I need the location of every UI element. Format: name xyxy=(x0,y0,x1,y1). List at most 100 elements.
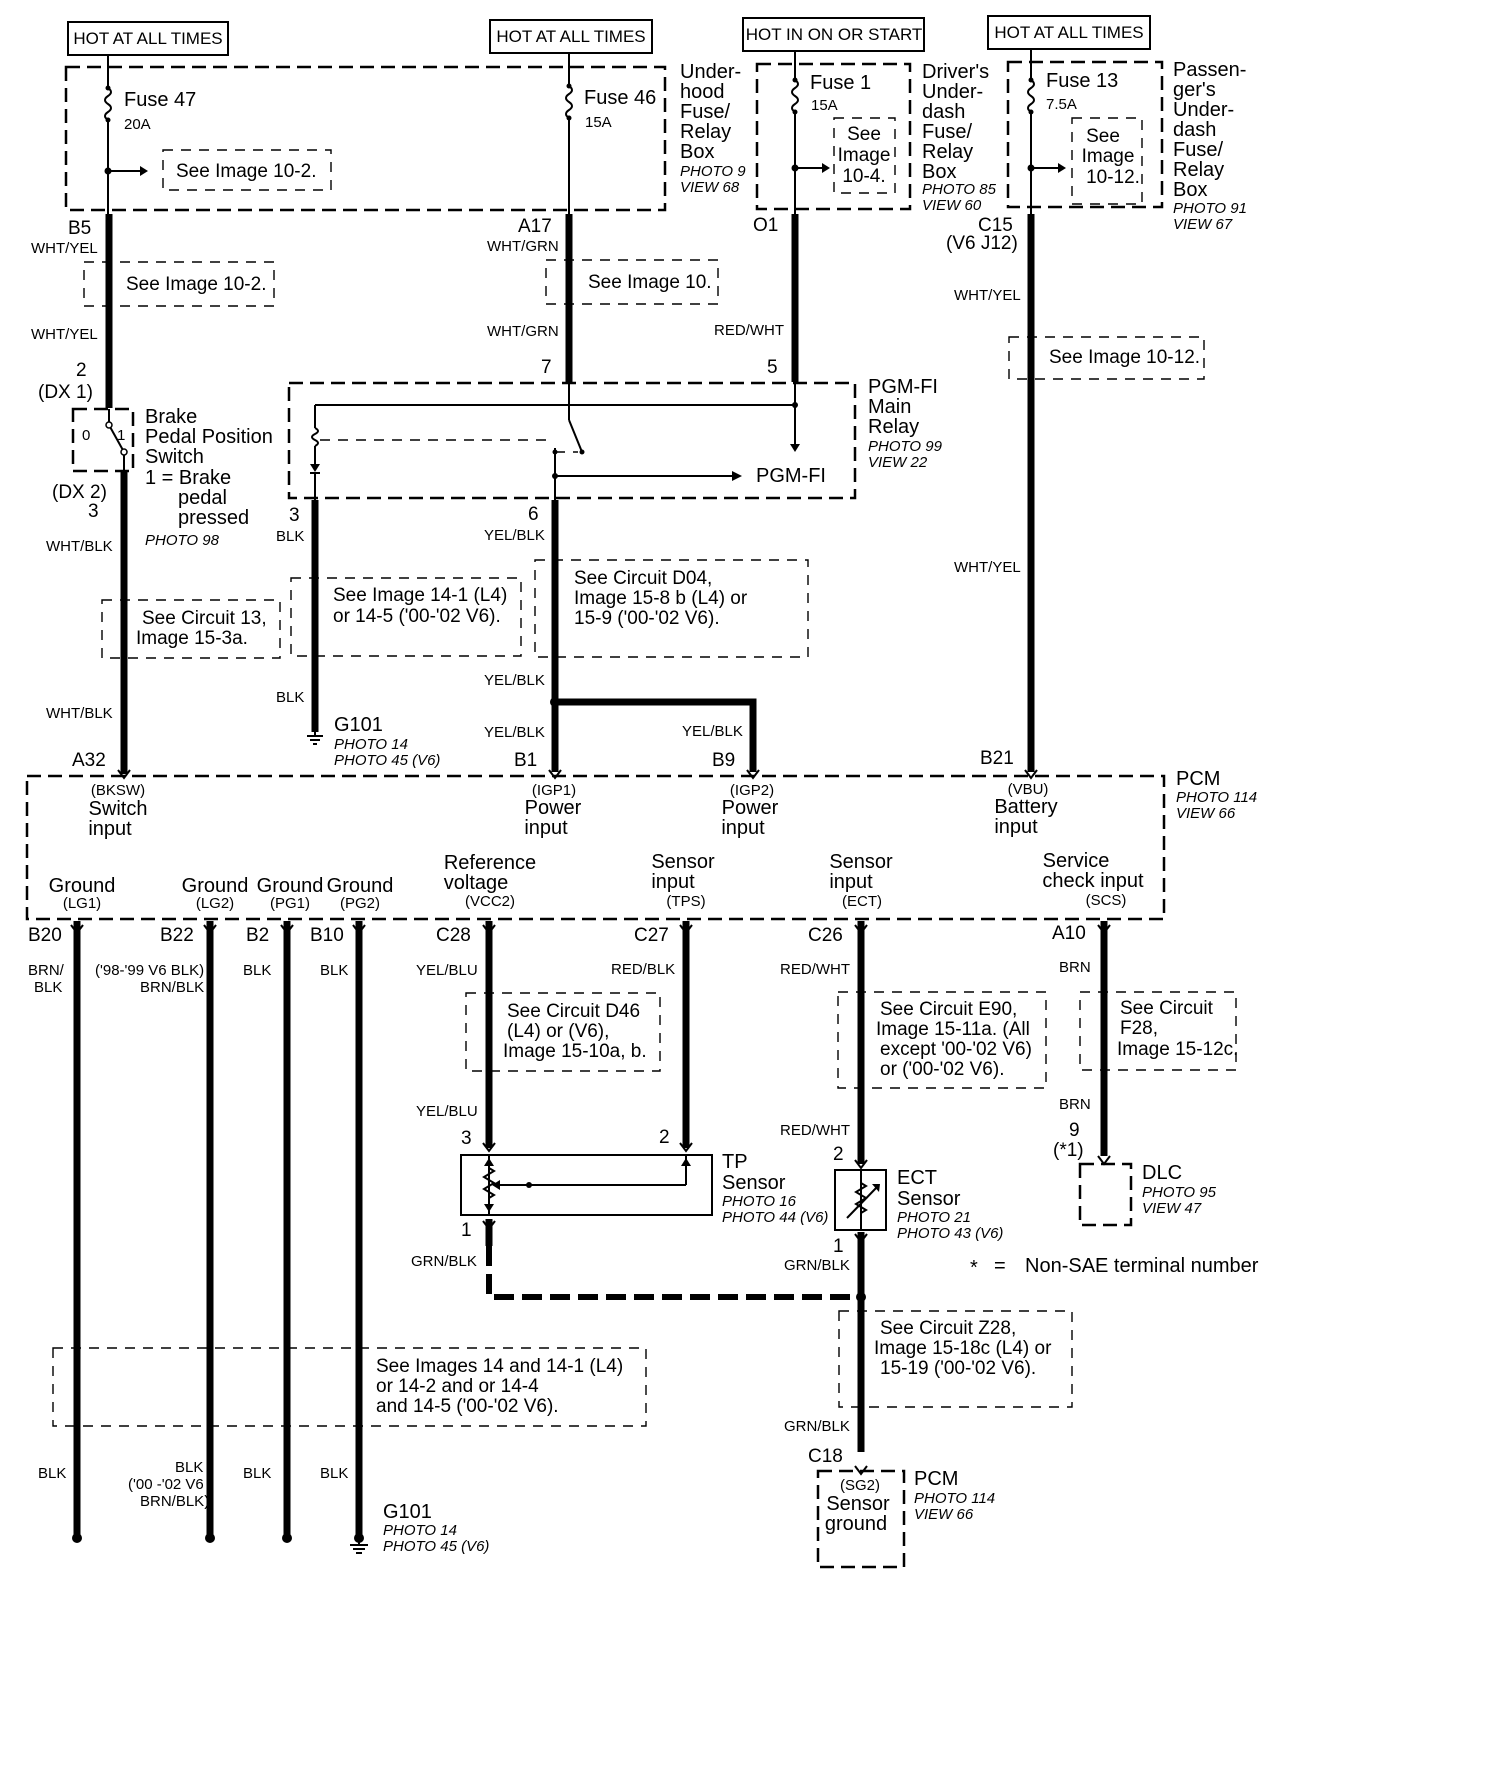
svg-text:See Circuit D04,: See Circuit D04, xyxy=(574,568,712,589)
relay-output-pgmfi: PGM-FI xyxy=(756,465,826,487)
svg-text:See Circuit Z28,: See Circuit Z28, xyxy=(880,1318,1016,1339)
svg-text:See Image 14-1 (L4): See Image 14-1 (L4) xyxy=(333,585,507,606)
ref-circuit-13: See Circuit 13, Image 15-3a. xyxy=(136,608,267,649)
relay-diode xyxy=(310,464,320,472)
svg-text:(VCC2): (VCC2) xyxy=(465,893,515,910)
wire-label-bot-b20: BLK xyxy=(38,1465,66,1482)
pcm-bksw: (BKSW) Switch input xyxy=(88,782,147,840)
ground-symbol-g101-top xyxy=(307,732,323,745)
svg-text:except '00-'02 V6): except '00-'02 V6) xyxy=(880,1039,1032,1060)
pin-o1: O1 xyxy=(753,215,778,236)
fuse1-amp: 15A xyxy=(811,97,838,114)
svg-text:PCM: PCM xyxy=(1176,768,1220,790)
svg-text:TP: TP xyxy=(722,1151,748,1173)
wire-label-a17-bot: WHT/GRN xyxy=(487,323,559,340)
wire-label-o1: RED/WHT xyxy=(714,322,784,339)
svg-text:Image 15-10a, b.: Image 15-10a, b. xyxy=(503,1041,647,1062)
ref-image-14-1: See Image 14-1 (L4) or 14-5 ('00-'02 V6)… xyxy=(333,585,507,627)
svg-text:(L4) or (V6),: (L4) or (V6), xyxy=(507,1021,609,1042)
svg-text:Image 15-8 b (L4) or: Image 15-8 b (L4) or xyxy=(574,588,748,609)
svg-text:Under-: Under- xyxy=(922,81,983,103)
relay-label: PGM-FI Main Relay PHOTO 99 VIEW 22 xyxy=(868,376,943,471)
svg-text:(IGP1): (IGP1) xyxy=(532,782,576,799)
svg-text:input: input xyxy=(829,871,873,893)
svg-text:See Circuit 13,: See Circuit 13, xyxy=(142,608,267,629)
svg-text:Fuse/: Fuse/ xyxy=(680,101,730,123)
svg-text:PHOTO 114: PHOTO 114 xyxy=(914,1490,995,1507)
svg-text:(PG1): (PG1) xyxy=(270,895,310,912)
wire-label-r6-mid: YEL/BLK xyxy=(484,672,545,689)
hot-label-fuse47: HOT AT ALL TIMES xyxy=(73,29,222,48)
pin-b2: B2 xyxy=(246,925,269,946)
svg-text:1 = Brake: 1 = Brake xyxy=(145,467,231,489)
svg-text:Image 15-11a. (All: Image 15-11a. (All xyxy=(876,1019,1030,1040)
svg-text:('00 -'02 V6: ('00 -'02 V6 xyxy=(128,1476,204,1493)
svg-text:PHOTO 16: PHOTO 16 xyxy=(722,1193,797,1210)
svg-text:VIEW 68: VIEW 68 xyxy=(680,179,740,196)
wire-label-c15-top: WHT/YEL xyxy=(954,287,1021,304)
pcm-sg2-box xyxy=(816,1469,906,1569)
pcm-sg2: (SG2) Sensor ground xyxy=(825,1477,890,1535)
svg-text:BLK: BLK xyxy=(175,1459,203,1476)
switch-pos-0: 0 xyxy=(82,427,90,444)
fuse13-symbol xyxy=(1027,79,1035,113)
hot-label-fuse1: HOT IN ON OR START xyxy=(746,25,923,44)
svg-text:Image: Image xyxy=(838,145,891,166)
fuse13-name: Fuse 13 xyxy=(1046,70,1118,92)
wire-label-r3-bot: BLK xyxy=(276,689,304,706)
svg-text:See Images 14 and 14-1 (L4): See Images 14 and 14-1 (L4) xyxy=(376,1356,623,1377)
svg-text:pedal: pedal xyxy=(178,487,227,509)
pin-dlc-star: (*1) xyxy=(1053,1140,1084,1161)
svg-text:dash: dash xyxy=(1173,119,1216,141)
svg-text:or ('00-'02 V6).: or ('00-'02 V6). xyxy=(880,1059,1004,1080)
pin-a32: A32 xyxy=(72,750,106,771)
wire-label-ect1: GRN/BLK xyxy=(784,1257,850,1274)
g101-top: G101 xyxy=(334,714,383,736)
svg-text:Reference: Reference xyxy=(444,852,536,874)
pin-b10: B10 xyxy=(310,925,344,946)
wire-label-c26-top: RED/WHT xyxy=(780,961,850,978)
wire-label-b20-2: BLK xyxy=(34,979,62,996)
svg-text:Box: Box xyxy=(1173,179,1207,201)
svg-text:Fuse/: Fuse/ xyxy=(1173,139,1223,161)
svg-text:(BKSW): (BKSW) xyxy=(91,782,145,799)
svg-text:Sensor: Sensor xyxy=(829,851,893,873)
hot-label-box-fuse47 xyxy=(67,21,229,56)
wire-label-b10: BLK xyxy=(320,962,348,979)
svg-text:DLC: DLC xyxy=(1142,1162,1182,1184)
ref-circuit-e90: See Circuit E90, Image 15-11a. (All exce… xyxy=(876,999,1032,1080)
wire-label-b2: BLK xyxy=(243,962,271,979)
wire-label-b9: YEL/BLK xyxy=(682,723,743,740)
svg-text:Relay: Relay xyxy=(680,121,731,143)
svg-text:VIEW 66: VIEW 66 xyxy=(1176,805,1236,822)
svg-text:PHOTO 114: PHOTO 114 xyxy=(1176,789,1257,806)
wire-label-c18: GRN/BLK xyxy=(784,1418,850,1435)
fuse47-name: Fuse 47 xyxy=(124,89,196,111)
svg-text:PHOTO 85: PHOTO 85 xyxy=(922,181,997,198)
svg-text:VIEW 22: VIEW 22 xyxy=(868,454,928,471)
fuse1-symbol xyxy=(791,79,799,113)
ref-circuit-f28: See Circuit F28, Image 15-12c. xyxy=(1117,998,1238,1060)
pin-a10: A10 xyxy=(1052,923,1086,944)
svg-text:input: input xyxy=(88,818,132,840)
tp-sensor-box xyxy=(460,1154,713,1216)
wire-label-a10-top: BRN xyxy=(1059,959,1091,976)
wire-tp-ground xyxy=(486,1246,861,1300)
pin-b9: B9 xyxy=(712,750,735,771)
pin-switch-2: 2 xyxy=(76,360,87,381)
pcm-box xyxy=(25,774,1166,921)
ref-images-14: See Images 14 and 14-1 (L4) or 14-2 and … xyxy=(376,1356,623,1417)
pcm-label: PCM PHOTO 114 VIEW 66 xyxy=(1176,768,1257,822)
svg-text:Sensor: Sensor xyxy=(651,851,715,873)
svg-text:Brake: Brake xyxy=(145,406,197,428)
svg-text:PCM: PCM xyxy=(914,1468,958,1490)
svg-text:(LG1): (LG1) xyxy=(63,895,101,912)
pin-dlc-9: 9 xyxy=(1069,1120,1080,1141)
hot-label-box-fuse46 xyxy=(489,19,653,54)
svg-text:(LG2): (LG2) xyxy=(196,895,234,912)
brake-switch-box xyxy=(71,407,135,473)
pin-b1: B1 xyxy=(514,750,537,771)
svg-text:F28,: F28, xyxy=(1120,1018,1158,1039)
pin-relay-5: 5 xyxy=(767,357,778,378)
